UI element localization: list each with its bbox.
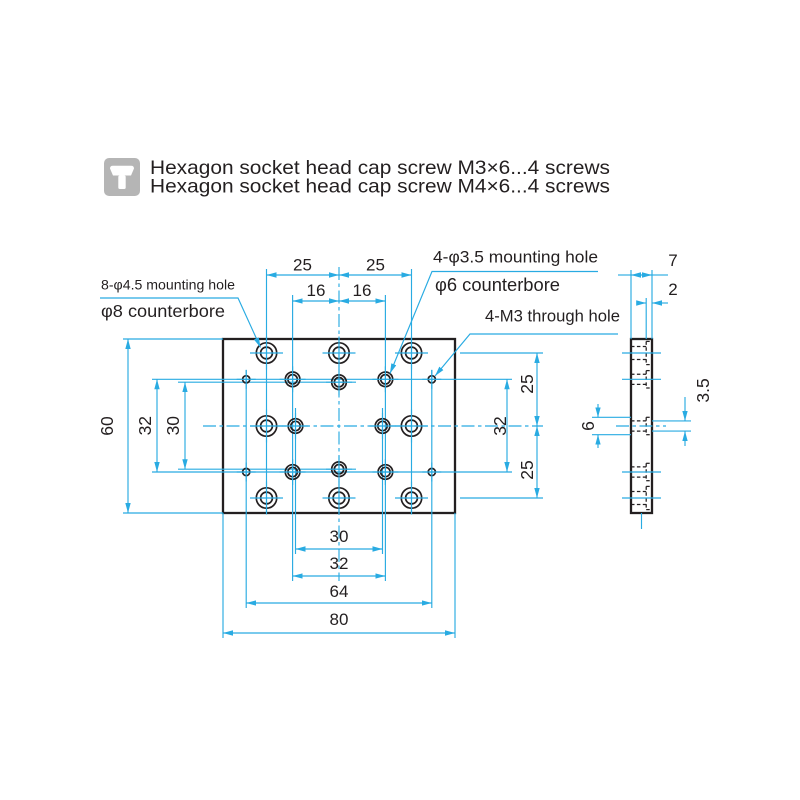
dim-top-16-right: 16 [353,281,372,300]
dim-bottom-30: 30 [330,527,349,546]
through-hole [422,369,442,389]
dim-side-2: 2 [668,280,677,299]
screw-icon [104,158,140,196]
counterbore-holes-phi8 [250,336,428,515]
mounting-hole [282,413,309,439]
dim-top-25-left: 25 [293,256,312,275]
dim-side-7: 7 [668,251,677,270]
dim-right-32: 32 [490,416,510,435]
mounting-hole [326,456,352,483]
m3-through-holes [236,369,442,482]
callout-phi6-line2: φ6 counterbore [435,275,560,295]
front-view [123,267,543,638]
dim-top-25-right: 25 [366,256,385,275]
through-hole [236,462,256,482]
counterbore-hole [250,409,283,443]
callout-m3: 4-M3 through hole [485,308,620,326]
counterbore-hole [250,336,283,370]
mounting-hole [326,369,352,396]
dimension-lines [125,272,691,636]
annotations: 8-φ4.5 mounting hole φ8 counterbore 4-φ3… [97,249,713,630]
dim-bottom-64: 64 [330,582,349,601]
header-line-1: Hexagon socket head cap screw M3×6...4 s… [150,157,610,179]
through-hole [236,369,256,389]
side-view [616,270,666,529]
dim-side-3-5: 3.5 [693,378,713,402]
mounting-hole [279,459,306,485]
counterbore-hole [250,481,283,515]
dim-left-30: 30 [163,416,183,436]
mounting-hole [369,413,396,439]
dim-left-32: 32 [135,416,155,435]
dim-bottom-80: 80 [330,610,349,629]
callout-phi6-line1: 4-φ3.5 mounting hole [433,249,598,267]
counterbore-holes-phi6 [279,366,399,485]
header: Hexagon socket head cap screw M3×6...4 s… [104,157,610,198]
mounting-hole [372,366,399,393]
dim-top-16-left: 16 [307,281,326,300]
dim-left-60: 60 [97,416,117,436]
dim-bottom-32: 32 [330,554,349,573]
through-hole [422,462,442,482]
dim-side-6: 6 [578,421,598,431]
mounting-hole [372,459,399,485]
counterbore-hole [322,336,356,370]
side-hidden-lines [631,340,652,511]
mounting-hole [279,366,306,393]
callout-phi8-line2: φ8 counterbore [101,301,225,321]
callout-phi8-line1: 8-φ4.5 mounting hole [101,278,235,293]
dim-right-25-bottom: 25 [517,460,537,479]
counterbore-hole [395,481,428,515]
header-line-2: Hexagon socket head cap screw M4×6...4 s… [150,176,610,198]
counterbore-hole [395,409,428,443]
counterbore-hole [395,336,428,370]
leader-lines [100,270,618,377]
counterbore-hole [322,481,356,515]
dim-right-25-top: 25 [517,374,537,393]
